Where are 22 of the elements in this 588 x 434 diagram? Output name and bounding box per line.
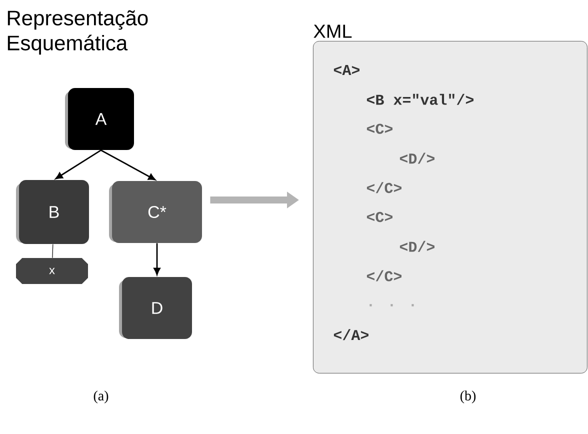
code-line: . . . [370,304,414,306]
code-line: </A> [334,329,368,340]
code-line: <D/> [400,152,434,164]
caption: (b) [460,390,476,404]
arrow [55,150,102,180]
element-box: D [119,277,192,339]
heading: XML [314,24,352,38]
code-line: <B x="val"/> [366,94,474,105]
code-line: <C> [366,212,392,222]
code-line: </C> [366,270,402,282]
code-line: </C> [366,182,402,194]
heading: Representação Esquemática [8,10,148,55]
caption: (a) [94,390,108,404]
arrow [100,150,156,180]
code-line: <D/> [400,240,434,252]
code-line: <C> [366,124,392,134]
element-box: B [16,180,89,244]
element-box: C* [109,181,202,243]
element-box: A [65,88,134,150]
arrow [154,243,160,276]
code-line: <A> [334,65,360,75]
connector-line [52,244,54,258]
